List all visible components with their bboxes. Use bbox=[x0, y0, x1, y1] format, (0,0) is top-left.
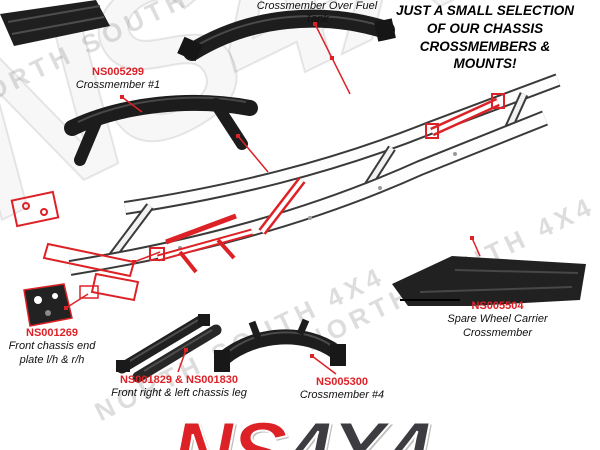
brand-logo-4x4: 4X4 bbox=[284, 405, 433, 450]
part-crossmember-4 bbox=[214, 318, 346, 372]
part-description: Crossmember Over Fuel Tank bbox=[256, 0, 378, 26]
label-crossmember-over-fuel-tank: Crossmember Over Fuel Tank bbox=[255, 0, 379, 27]
part-description: Spare Wheel Carrier Crossmember bbox=[447, 313, 548, 339]
part-spare-wheel-carrier-crossmember bbox=[392, 256, 586, 306]
highlighted-front-suspension-parts bbox=[149, 213, 253, 274]
part-crossmember-1 bbox=[64, 94, 258, 166]
headline: JUST A SMALL SELECTION OF OUR CHASSIS CR… bbox=[395, 3, 574, 72]
part-description: Crossmember #4 bbox=[299, 389, 385, 402]
part-number: NS005300 bbox=[316, 376, 368, 388]
label-ns001269: NS001269 Front chassis end plate l/h & r… bbox=[0, 327, 104, 367]
part-number: NS001829 & NS001830 bbox=[119, 374, 239, 386]
label-ns005300: NS005300 Crossmember #4 bbox=[282, 376, 402, 403]
part-number: NS001269 bbox=[26, 327, 78, 339]
red-bracket-parts bbox=[10, 190, 140, 302]
highlighted-crossmembers bbox=[258, 93, 505, 235]
part-top-left-crossmember bbox=[0, 0, 110, 46]
part-description: Front right & left chassis leg bbox=[111, 387, 247, 400]
brand-logo-ns: NS bbox=[170, 405, 288, 450]
part-description: Crossmember #1 bbox=[75, 79, 161, 92]
part-front-chassis-end-plate bbox=[23, 283, 73, 327]
label-ns001829-ns001830: NS001829 & NS001830 Front right & left c… bbox=[88, 374, 270, 401]
part-chassis-legs bbox=[116, 314, 222, 383]
callout-lines bbox=[64, 22, 481, 375]
part-description: Front chassis end plate l/h & r/h bbox=[8, 340, 96, 366]
label-ns005504: NS005504 Spare Wheel Carrier Crossmember bbox=[415, 300, 580, 340]
part-number: NS005299 bbox=[92, 66, 144, 78]
part-crossmember-over-fuel-tank bbox=[177, 9, 396, 62]
label-ns005299: NS005299 Crossmember #1 bbox=[48, 66, 188, 93]
brand-logo: NS4X4 bbox=[0, 409, 600, 450]
part-number: NS005504 bbox=[471, 300, 524, 312]
